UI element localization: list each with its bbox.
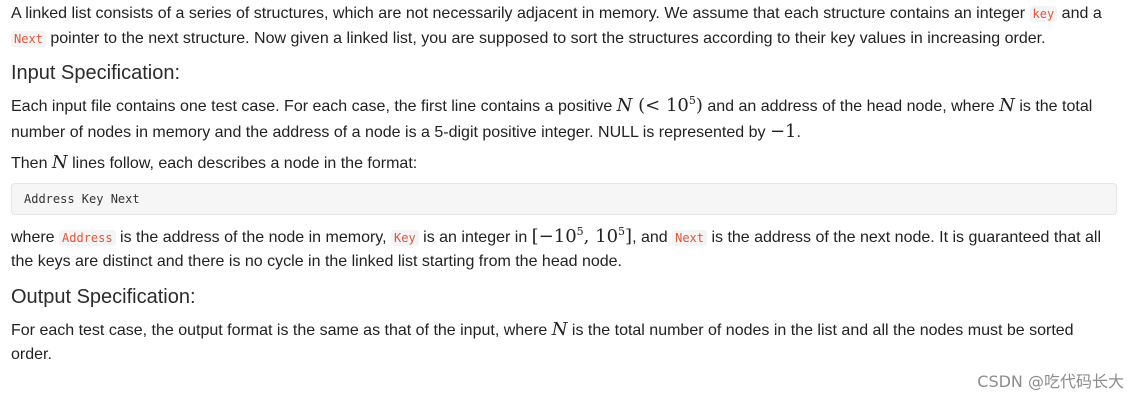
inline-code-key-2: Key — [391, 229, 419, 246]
math-N-2: N — [999, 95, 1015, 116]
format-code-block: Address Key Next — [11, 182, 1117, 215]
intro-text-2: and a — [1057, 5, 1102, 22]
output-text-2: is the total number of nodes in the list… — [11, 321, 1074, 364]
input-spec-paragraph-2: Then N lines follow, each describes a no… — [11, 151, 1117, 177]
integer-in-text: is an integer in — [418, 228, 532, 246]
math-N-4: N — [551, 318, 568, 340]
input-spec-paragraph-1: Each input file contains one test case. … — [11, 94, 1117, 145]
math-constraint: (< 105) — [632, 94, 703, 116]
problem-content: A linked list consists of a series of st… — [11, 2, 1117, 368]
next-desc-text: is the address of the next node. It is g… — [11, 228, 1102, 271]
math-key-range: [−105, 105] — [531, 224, 633, 247]
inline-code-next-2: Next — [672, 229, 707, 246]
and-text: , and — [632, 228, 673, 246]
math-N-3: N — [51, 152, 68, 173]
input-text-4: . — [796, 123, 801, 141]
intro-text-3: pointer to the next structure. Now given… — [45, 29, 1046, 47]
csdn-watermark: CSDN @吃代码长大 — [977, 372, 1124, 391]
output-spec-heading: Output Specification: — [11, 285, 196, 308]
where-text: where — [11, 228, 60, 246]
address-desc-text: is the address of the node in memory, — [115, 228, 392, 246]
intro-text-1: A linked list consists of a series of st… — [11, 5, 1030, 22]
input-text-1: Each input file contains one test case. … — [11, 98, 617, 115]
inline-code-address: Address — [59, 229, 116, 246]
input-text-2: and an address of the head node, where — [702, 98, 1000, 115]
input-spec-heading: Input Specification: — [11, 62, 180, 84]
input-text-3: is the total number of nodes in memory a… — [11, 98, 1093, 141]
intro-paragraph: A linked list consists of a series of st… — [11, 2, 1117, 51]
inline-code-next: Next — [11, 30, 46, 47]
output-text-1: For each test case, the output format is… — [11, 321, 552, 339]
input-spec-paragraph-3: where Address is the address of the node… — [11, 225, 1117, 275]
math-N: N — [616, 95, 633, 116]
output-spec-paragraph-1: For each test case, the output format is… — [11, 318, 1117, 368]
math-neg-one: −1 — [769, 120, 797, 142]
inline-code-key: key — [1029, 6, 1058, 22]
then-text: Then — [11, 155, 52, 172]
lines-follow-text: lines follow, each describes a node in t… — [67, 155, 418, 172]
